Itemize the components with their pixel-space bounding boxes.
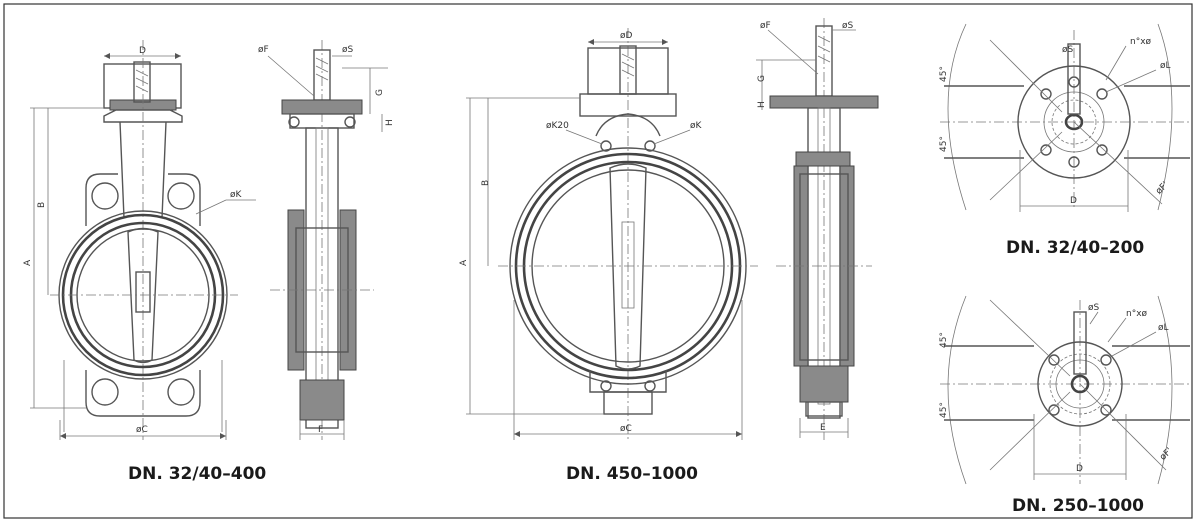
dim-angle-top-flange-small: 45°	[939, 66, 949, 82]
dim-phi-f-flange-large: øF'	[1158, 446, 1174, 462]
caption-dn-250-1000: DN. 250–1000	[1012, 496, 1145, 516]
dim-phi-s-flange-small: øS	[1062, 45, 1074, 55]
dim-b-middle: B	[481, 180, 491, 186]
caption-dn-32-200: DN. 32/40–200	[1006, 238, 1145, 258]
dim-a-middle: A	[459, 259, 469, 266]
flange-view-large	[940, 295, 1190, 485]
front-view-large	[466, 28, 758, 440]
dim-phi-s-middle: øS	[842, 21, 854, 31]
side-view-small	[267, 40, 388, 440]
side-view-large	[756, 18, 879, 440]
dim-d-flange-small: D	[1070, 196, 1077, 206]
dim-phi-k-middle: øK	[690, 121, 703, 131]
dim-phi-d-middle: øD	[620, 31, 633, 41]
dim-g-left: G	[375, 89, 385, 96]
dim-angle-bottom-flange-small: 45°	[939, 136, 949, 152]
dim-angle-top-flange-large: 45°	[939, 332, 949, 348]
dim-phi-f-middle: øF	[760, 21, 771, 31]
dim-phi-c-left: øC	[136, 425, 148, 435]
dim-e-middle: E	[820, 423, 826, 433]
flange-view-small	[940, 23, 1190, 212]
dim-g-middle: G	[757, 75, 767, 82]
dim-d-left: D	[139, 46, 146, 56]
dim-a-left: A	[23, 259, 33, 266]
dim-nxo-flange-small: n°xø	[1130, 37, 1152, 47]
dim-f-left: F	[318, 425, 323, 435]
dim-b-left: B	[37, 202, 47, 208]
dim-phi-c-middle: øC	[620, 424, 632, 434]
dim-phi-f-left: øF	[258, 45, 269, 55]
dim-phi-k20-middle: øK20	[546, 121, 569, 131]
dim-phi-l-flange-large: øL	[1158, 323, 1169, 333]
dim-angle-bottom-flange-large: 45°	[939, 402, 949, 418]
caption-dn-450-1000: DN. 450–1000	[566, 464, 699, 484]
dim-phi-s-flange-large: øS	[1088, 303, 1100, 313]
dim-nxo-flange-large: n°xø	[1126, 309, 1148, 319]
dim-d-flange-large: D	[1076, 464, 1083, 474]
caption-dn-32-400: DN. 32/40–400	[128, 464, 267, 484]
dim-h-left: H	[385, 119, 395, 126]
front-view-small	[30, 40, 256, 440]
dim-phi-s-left: øS	[342, 45, 354, 55]
dim-phi-f-flange-small: øF'	[1154, 180, 1170, 196]
dim-phi-l-flange-small: øL	[1160, 61, 1171, 71]
drawing-frame	[3, 3, 1193, 519]
dim-h-middle: H	[757, 101, 767, 108]
dim-phi-k-left: øK	[230, 190, 243, 200]
